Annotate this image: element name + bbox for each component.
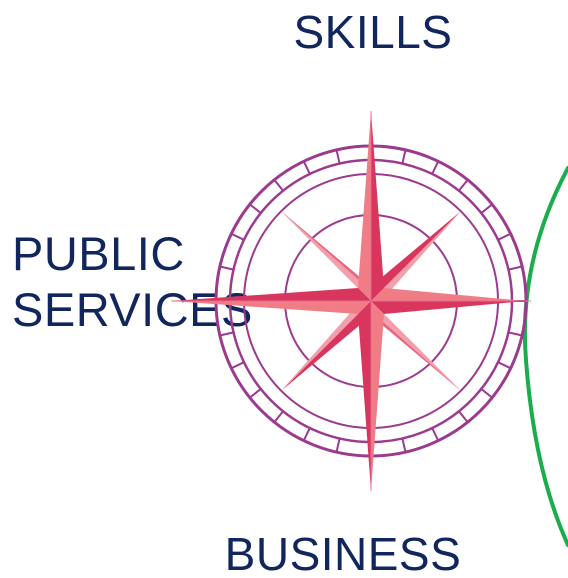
compass-ring-tick (458, 410, 469, 423)
compass-ring-tick (249, 203, 262, 214)
compass-ring-tick (497, 361, 512, 370)
label-business: BUSINESS (224, 528, 462, 578)
compass-ring-tick (480, 388, 493, 399)
compass-ring-tick (219, 265, 234, 271)
label-public-services: PUBLIC SERVICES (12, 226, 253, 338)
label-skills: SKILLS (293, 6, 453, 58)
compass-ring-tick (335, 438, 341, 453)
compass-ring-tick (273, 410, 284, 423)
compass-ring-tick (497, 232, 512, 241)
compass-ring-tick (230, 361, 245, 370)
compass-ring-tick (335, 149, 341, 164)
label-public-line2: SERVICES (12, 283, 253, 336)
compass-ring-tick (508, 265, 523, 271)
compass-ring-tick (458, 179, 469, 192)
compass-ring-tick (431, 427, 440, 442)
compass-ring-tick (431, 160, 440, 175)
compass-ring-tick (302, 160, 311, 175)
compass-ring-tick (273, 179, 284, 192)
compass-ring-tick (480, 203, 493, 214)
compass-ring-tick (401, 149, 407, 164)
compass-ring-tick (401, 438, 407, 453)
compass-ring-tick (302, 427, 311, 442)
label-public-line1: PUBLIC (12, 227, 185, 280)
compass-ring-tick (508, 331, 523, 337)
compass-ring-tick (219, 331, 234, 337)
compass-ring-tick (230, 232, 245, 241)
compass-ring-tick (249, 388, 262, 399)
